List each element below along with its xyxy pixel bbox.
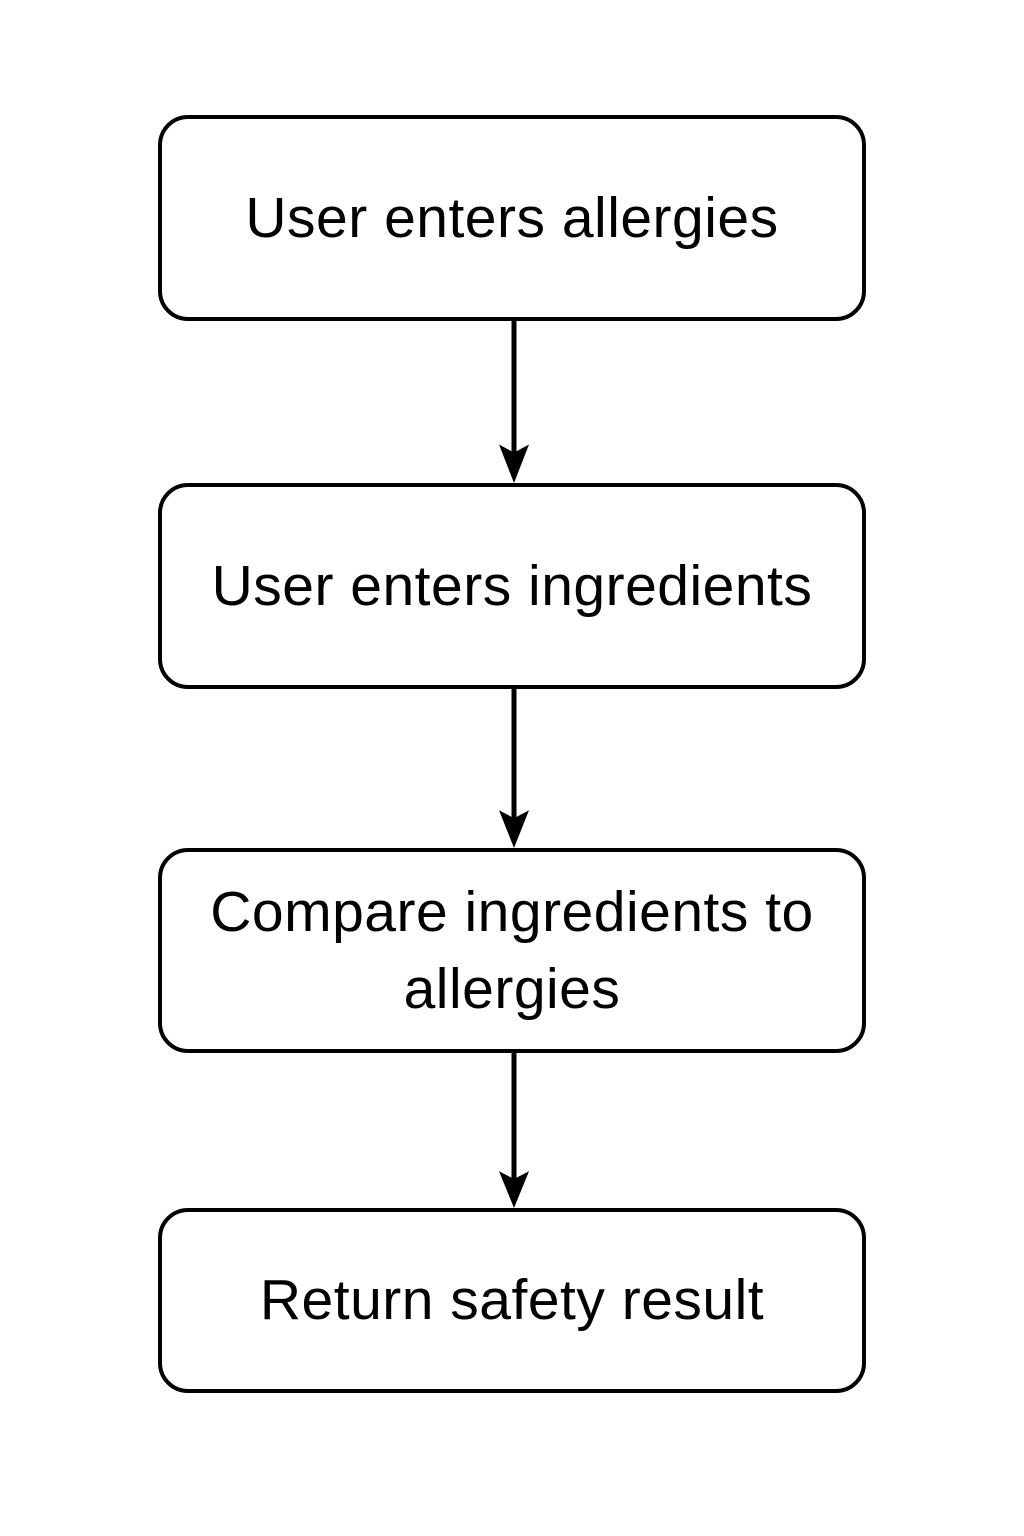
flow-node-enter-allergies: User enters allergies bbox=[158, 115, 866, 321]
flow-node-label: Compare ingredients to allergies bbox=[210, 879, 814, 1021]
arrow-down-icon bbox=[499, 1053, 529, 1208]
flow-node-result: Return safety result bbox=[158, 1208, 866, 1393]
flow-node-label: Return safety result bbox=[259, 1268, 765, 1333]
arrow-down-icon bbox=[499, 321, 529, 483]
flow-node-compare: Compare ingredients to allergies bbox=[158, 848, 866, 1053]
flow-node-label: User enters ingredients bbox=[211, 553, 813, 618]
flow-node-label: User enters allergies bbox=[245, 185, 779, 250]
flow-arrow-down bbox=[494, 689, 534, 848]
flow-arrow-down bbox=[494, 1053, 534, 1208]
flow-node-enter-ingredients: User enters ingredients bbox=[158, 483, 866, 689]
arrow-down-icon bbox=[499, 689, 529, 848]
flow-arrow-down bbox=[494, 321, 534, 483]
